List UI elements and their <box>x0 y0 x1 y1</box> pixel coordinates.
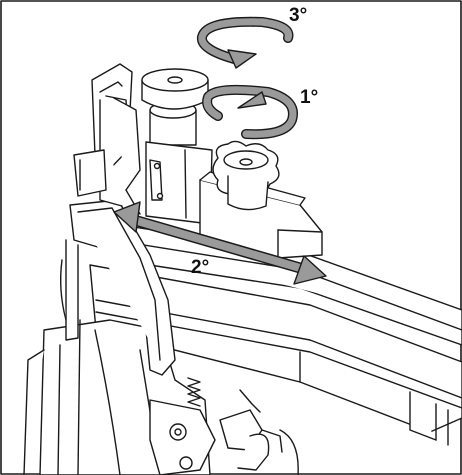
front-bracket <box>59 199 176 376</box>
star-knob <box>212 140 280 211</box>
left-latch <box>73 63 141 215</box>
rotate-arrow-step-3 <box>197 16 294 69</box>
step-1-label: 1° <box>300 87 319 108</box>
step-3-label: 3° <box>289 5 308 26</box>
rotate-arrow-step-1 <box>202 84 298 140</box>
slide-arrow-step-2 <box>113 201 327 285</box>
trigger-mechanism <box>149 389 299 475</box>
spring <box>187 377 201 407</box>
step-2-label: 2° <box>191 257 210 278</box>
